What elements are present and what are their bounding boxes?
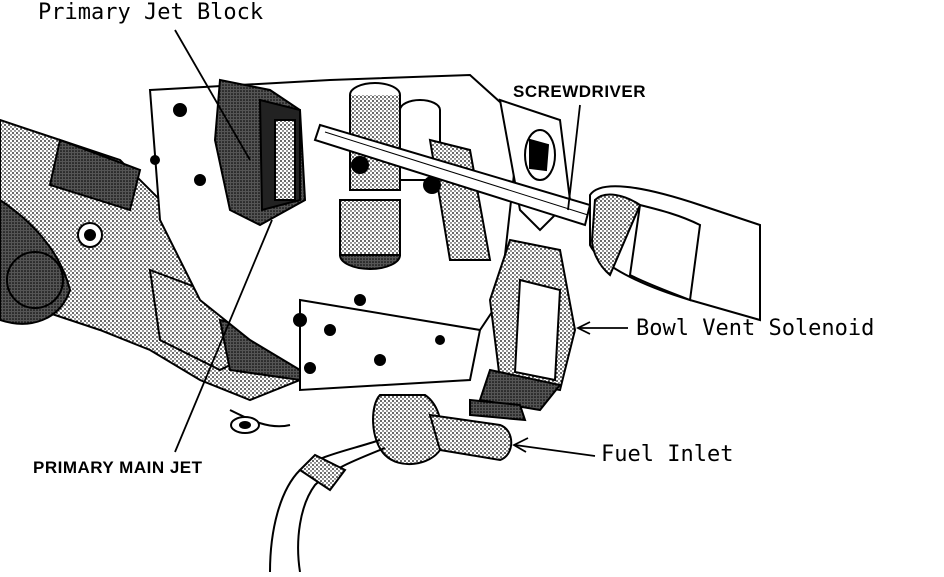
label-fuel-inlet: Fuel Inlet — [601, 442, 734, 467]
label-screwdriver: SCREWDRIVER — [513, 82, 647, 101]
label-bowl-vent-solenoid: Bowl Vent Solenoid — [636, 316, 875, 341]
fuel-inlet-fitting — [372, 394, 527, 466]
leader-fuel-inlet — [514, 444, 596, 457]
arrow-bowl-vent-solenoid — [575, 321, 591, 335]
label-primary-jet-block: Primary Jet Block — [38, 0, 264, 25]
primary-jet-block — [213, 78, 307, 227]
screwdriver — [313, 123, 761, 322]
carburetor-left-body — [0, 118, 301, 402]
leader-primary-jet-block — [174, 29, 251, 161]
bowl-vent-solenoid — [478, 238, 577, 412]
label-primary-main-jet: PRIMARY MAIN JET — [33, 458, 203, 477]
arrow-fuel-inlet — [512, 437, 529, 453]
leader-screwdriver — [567, 104, 581, 211]
leader-lines — [174, 29, 628, 457]
wiring — [229, 409, 386, 573]
leader-primary-main-jet — [174, 219, 273, 453]
